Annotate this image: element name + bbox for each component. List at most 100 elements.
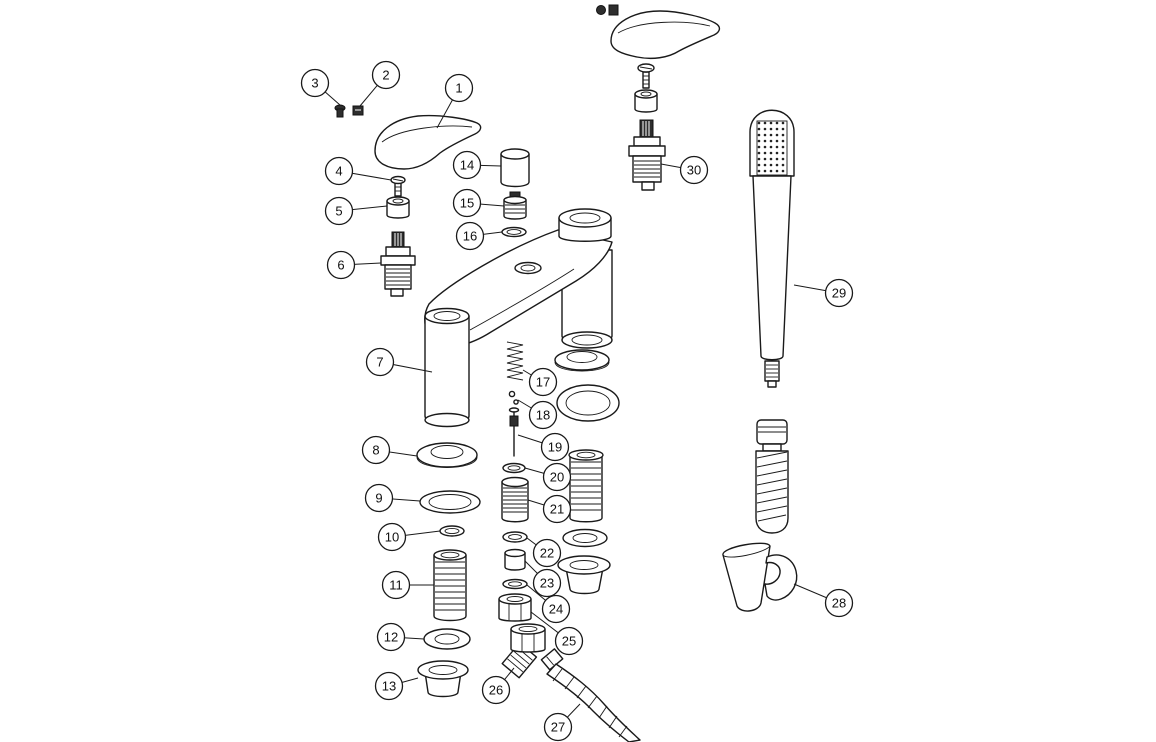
callout-12: 12 [376,622,425,652]
callout-circle [542,494,572,524]
callout-circle [381,570,411,600]
callout-circle [324,196,354,226]
callout-21: 21 [527,494,572,524]
callout-circle [532,568,562,598]
callout-19: 19 [517,432,570,462]
callout-circle [324,156,354,186]
part-washer-24 [502,578,528,590]
callout-27: 27 [543,703,581,742]
callout-28: 28 [793,583,854,618]
callout-circle [376,622,406,652]
part-oring-10 [439,525,465,537]
part-screw-4 [390,175,406,197]
callout-circle [542,462,572,492]
callout-number: 27 [551,720,565,735]
part-washer-8 [416,442,478,468]
callout-circle [532,538,562,568]
part-screw-right [637,63,655,89]
callout-circle [452,150,482,180]
callout-number: 25 [562,634,576,649]
part-threaded-tube-11 [433,549,467,622]
callout-number: 23 [540,576,554,591]
callout-circle [300,68,330,98]
callout-number: 7 [376,355,383,370]
callout-circle [679,155,709,185]
callout-number: 26 [489,683,503,698]
callout-15: 15 [452,188,505,218]
callout-1: 1 [436,73,474,129]
callout-circle [554,626,584,656]
part-seal-right [556,384,620,422]
callout-circle [824,588,854,618]
callout-number: 4 [335,164,342,179]
callout-circle [371,60,401,90]
part-flexible-hose-27 [540,648,641,742]
callout-8: 8 [361,435,418,465]
callout-number: 6 [337,258,344,273]
part-diverter-knob-14 [500,148,530,188]
part-small-balls-18 [508,390,519,405]
part-hex-nut-25 [498,593,532,622]
callout-26: 26 [481,667,515,705]
part-handle-1 [374,114,482,170]
callout-number: 13 [382,679,396,694]
callout-circle [481,675,511,705]
callout-number: 21 [550,502,564,517]
part-cartridge-30 [628,119,666,191]
callout-circle [364,483,394,513]
part-flanged-nut-13 [417,660,469,698]
callout-circle [528,367,558,397]
part-washer-right [554,349,610,372]
callout-number: 10 [385,530,399,545]
callout-circle [455,221,485,251]
part-spacer-5 [386,196,410,219]
callout-23: 23 [524,560,562,598]
callout-number: 14 [460,158,474,173]
callout-number: 29 [832,286,846,301]
callout-number: 11 [389,578,403,593]
callout-number: 18 [536,408,550,423]
callout-17: 17 [522,367,558,397]
callout-circle [374,671,404,701]
part-tap-body [424,208,613,428]
part-diverter-valve-15 [503,191,527,220]
callout-9: 9 [364,483,421,513]
callout-number: 24 [549,602,563,617]
part-threaded-insert-21 [501,476,529,523]
part-gasket-9 [419,490,481,514]
callout-number: 22 [540,546,554,561]
callout-circle [326,250,356,280]
part-washer-22 [502,531,528,543]
callout-6: 6 [326,250,382,280]
part-grub-screw-2 [352,105,364,116]
callout-circle [452,188,482,218]
part-threaded-tube-right [568,449,604,523]
callout-number: 2 [382,68,389,83]
callout-4: 4 [324,156,392,186]
part-grub-screw-3 [334,104,346,118]
part-hand-shower-29 [749,109,795,388]
part-spacer-right [634,89,658,113]
callout-3: 3 [300,68,341,106]
callout-number: 20 [550,470,564,485]
callout-14: 14 [452,150,502,180]
part-diverter-rod-19 [508,407,520,457]
callout-24: 24 [526,584,571,624]
callout-30: 30 [660,155,709,185]
callout-number: 15 [460,196,474,211]
callout-number: 5 [335,204,342,219]
callout-circle [543,712,573,742]
callout-circle [377,522,407,552]
part-oring-20 [502,462,526,474]
part-wall-bracket-28 [722,542,798,612]
callout-18: 18 [517,399,558,430]
callout-7: 7 [365,347,433,377]
callout-number: 1 [455,81,462,96]
callout-16: 16 [455,221,503,251]
callout-2: 2 [359,60,401,107]
part-shower-hose-connector [756,419,788,452]
callout-11: 11 [381,570,434,600]
part-shower-flex-hose [755,450,789,534]
